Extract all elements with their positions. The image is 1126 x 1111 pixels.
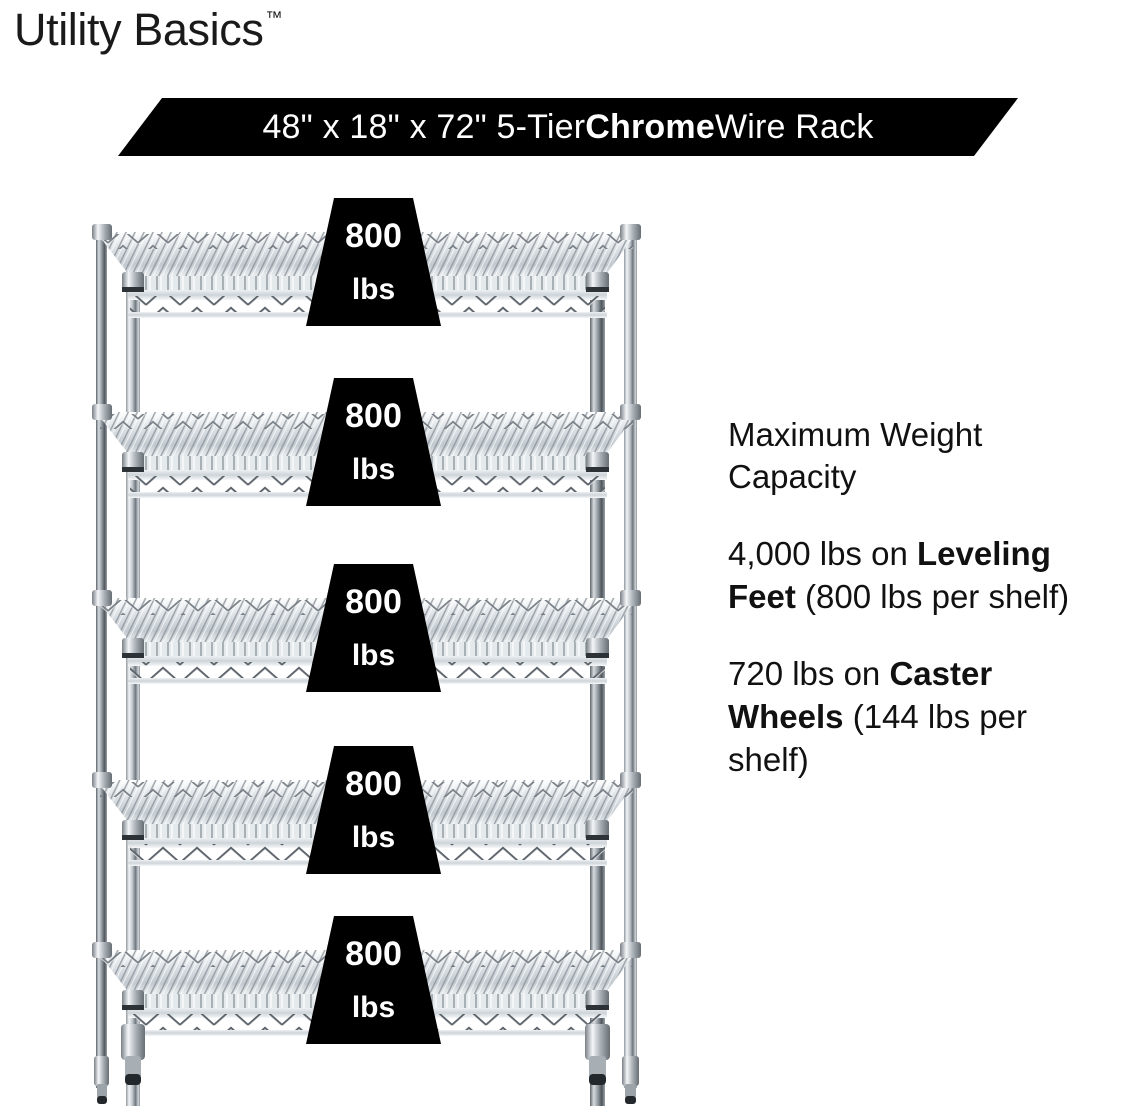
- leveling-emphasis: Leveling Feet: [728, 535, 1051, 615]
- trapezoid-shape: [306, 378, 441, 506]
- capacity-tag-amount: 800: [345, 765, 402, 803]
- capacity-tag-amount: 800: [345, 935, 402, 973]
- banner-dimensions: 48" x 18" x 72" 5-Tier: [262, 108, 586, 146]
- leveling-foot-back-left: [94, 1056, 109, 1104]
- leveling-foot-back-right: [622, 1056, 639, 1104]
- brand-name: Utility Basics: [14, 4, 264, 55]
- capacity-tag-tier-3: 800 lbs: [306, 564, 441, 692]
- brand-logo: Utility Basics ™: [14, 4, 282, 56]
- capacity-tag-unit: lbs: [351, 821, 396, 854]
- caster-total: 720 lbs on: [728, 655, 890, 692]
- capacity-heading-line1: Maximum Weight: [728, 416, 983, 453]
- wire-rack-illustration: 800 lbs 800 lbs 800 lbs 800 lbs: [78, 180, 678, 1111]
- capacity-heading: Maximum Weight Capacity: [728, 414, 1100, 498]
- banner-suffix: Wire Rack: [714, 108, 874, 146]
- banner-shape: [118, 98, 1018, 156]
- capacity-copy-block: Maximum Weight Capacity 4,000 lbs on Lev…: [728, 414, 1100, 781]
- capacity-tag-amount: 800: [345, 583, 402, 621]
- product-title-banner: 48" x 18" x 72" 5-Tier Chrome Wire Rack: [118, 98, 1018, 156]
- trapezoid-shape: [306, 198, 441, 326]
- spacer: [728, 618, 1100, 652]
- caster-wheels-capacity: 720 lbs on Caster Wheels (144 lbs per sh…: [728, 652, 1100, 781]
- caster-emphasis: Caster Wheels: [728, 655, 993, 735]
- capacity-tag-text: 800 lbs: [306, 916, 441, 1044]
- capacity-heading-line2: Capacity: [728, 458, 857, 495]
- capacity-tag-tier-4: 800 lbs: [306, 746, 441, 874]
- leveling-foot-front-right: [585, 1024, 610, 1085]
- capacity-tag-tier-2: 800 lbs: [306, 378, 441, 506]
- capacity-tag-text: 800 lbs: [306, 564, 441, 692]
- trapezoid-shape: [306, 746, 441, 874]
- capacity-tag-unit: lbs: [351, 453, 396, 486]
- trapezoid-shape: [306, 564, 441, 692]
- caster-detail: (144 lbs per shelf): [728, 698, 1027, 778]
- capacity-tag-text: 800 lbs: [306, 746, 441, 874]
- capacity-tag-unit: lbs: [351, 991, 396, 1024]
- capacity-tag-unit: lbs: [351, 273, 396, 306]
- leveling-detail: (800 lbs per shelf): [795, 578, 1070, 615]
- capacity-tag-tier-1: 800 lbs: [306, 198, 441, 326]
- banner-emphasis: Chrome: [585, 108, 715, 146]
- leveling-total: 4,000 lbs on: [728, 535, 917, 572]
- capacity-tag-text: 800 lbs: [306, 198, 441, 326]
- trapezoid-shape: [306, 916, 441, 1044]
- leveling-foot-front-left: [121, 1024, 145, 1085]
- capacity-tag-text: 800 lbs: [306, 378, 441, 506]
- trademark-symbol: ™: [265, 8, 283, 27]
- leveling-feet-capacity: 4,000 lbs on Leveling Feet (800 lbs per …: [728, 532, 1100, 618]
- capacity-tag-tier-5: 800 lbs: [306, 916, 441, 1044]
- capacity-tag-amount: 800: [345, 217, 402, 255]
- capacity-tag-amount: 800: [345, 397, 402, 435]
- spacer: [728, 498, 1100, 532]
- capacity-tag-unit: lbs: [351, 639, 396, 672]
- banner-text: 48" x 18" x 72" 5-Tier Chrome Wire Rack: [118, 98, 1018, 156]
